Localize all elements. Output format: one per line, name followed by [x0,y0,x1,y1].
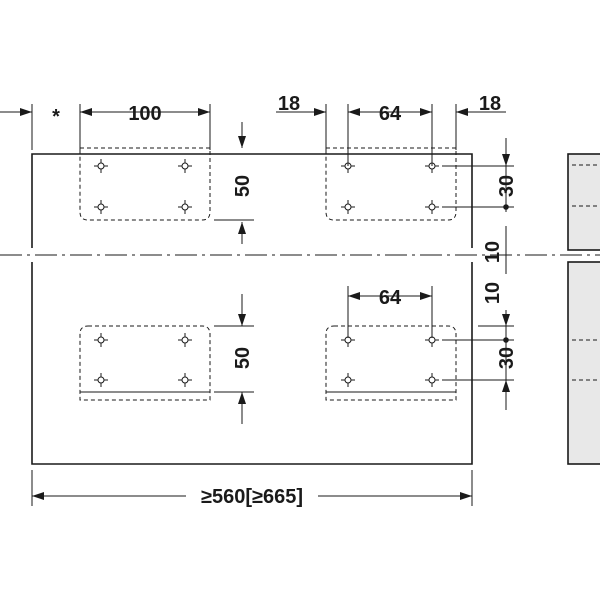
crosshair-hole-icon [425,373,439,387]
dimension-lines [0,111,507,497]
crosshair-hole-icon [94,200,108,214]
gap-lower-label: 10 [482,282,504,304]
lower-right-vertical-label: 30 [496,347,518,369]
plate-outline-upper-left [79,147,211,221]
plate-outline-lower-left [79,325,211,401]
top-right-edge-right-label: 18 [479,93,501,115]
crosshair-hole-icon [178,200,192,214]
side-view-lower [567,261,600,465]
crosshair-hole-icon [178,333,192,347]
offset-note-label: * [52,106,60,128]
upper-panel-outline [31,153,473,248]
extension-lines [31,104,514,506]
upper-right-vertical-label: 30 [496,175,518,197]
upper-vertical-spacing-label: 50 [232,175,254,197]
lower-panel-outline [31,262,473,465]
crosshair-hole-icon [94,159,108,173]
lower-right-spacing-label: 64 [379,287,402,309]
arrowheads [20,108,510,500]
overall-width-label: ≥560[≥665] [201,486,303,508]
crosshair-hole-icon [178,373,192,387]
crosshair-hole-icon [341,200,355,214]
plate-outline-lower-right [325,325,457,401]
side-view-upper [567,153,600,251]
holes-group [94,159,439,387]
top-left-spacing-label: 100 [128,103,161,125]
top-right-edge-left-label: 18 [278,93,300,115]
crosshair-hole-icon [94,373,108,387]
crosshair-hole-icon [341,373,355,387]
lower-vertical-spacing-label: 50 [232,347,254,369]
plate-outline-upper-right [325,147,457,221]
gap-upper-label: 10 [482,241,504,263]
crosshair-hole-icon [425,200,439,214]
crosshair-hole-icon [178,159,192,173]
crosshair-hole-icon [94,333,108,347]
top-right-spacing-label: 64 [379,103,402,125]
